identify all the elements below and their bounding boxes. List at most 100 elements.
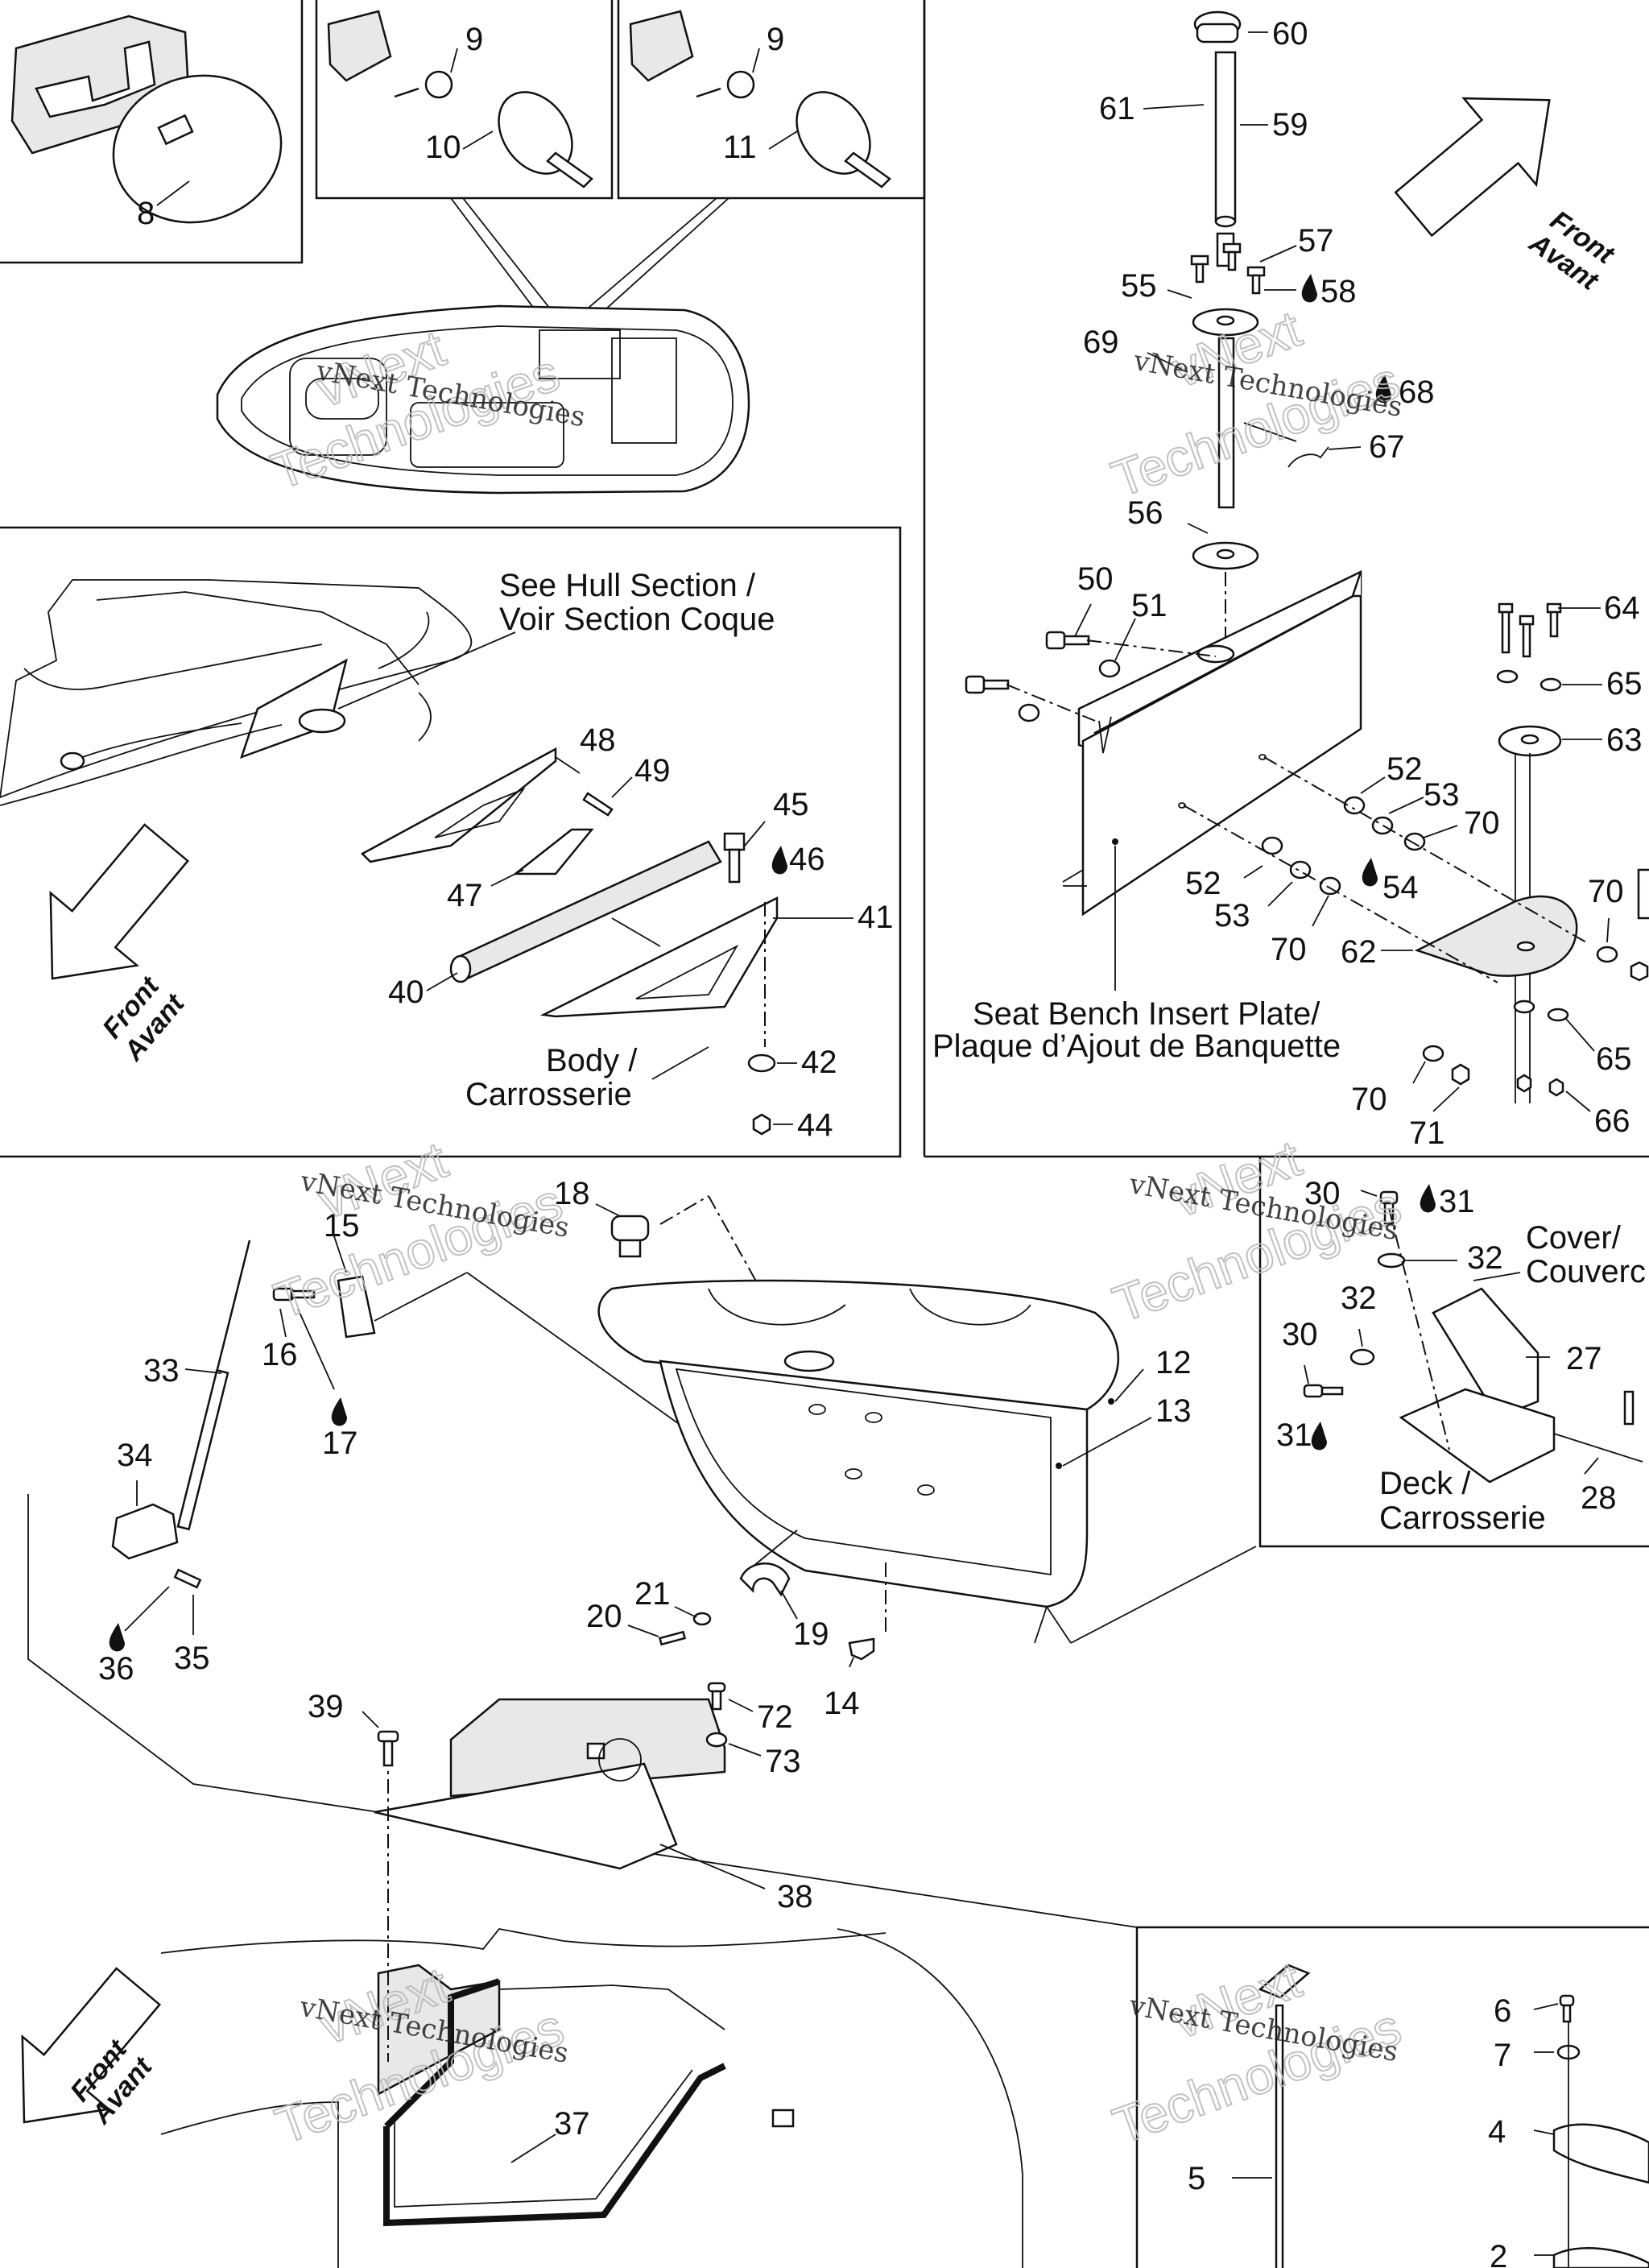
callout-18: 18 xyxy=(554,1176,590,1211)
callout-63: 63 xyxy=(1606,722,1643,758)
callout-70a: 70 xyxy=(1464,805,1500,841)
callout-20: 20 xyxy=(586,1599,622,1634)
callout-16: 16 xyxy=(262,1337,298,1372)
callout-21: 21 xyxy=(634,1576,671,1612)
callout-33: 33 xyxy=(143,1353,180,1389)
callout-60: 60 xyxy=(1272,16,1308,52)
bracket-15 xyxy=(337,1275,376,1339)
callout-30b: 30 xyxy=(1282,1317,1318,1352)
callout-73: 73 xyxy=(765,1744,801,1779)
callout-53b: 53 xyxy=(1214,898,1250,933)
cable-tie-clip-assembly xyxy=(10,14,283,224)
callout-56: 56 xyxy=(1127,495,1163,531)
callout-69: 69 xyxy=(1083,325,1119,360)
callout-48: 48 xyxy=(580,722,616,758)
seat-post-assembly xyxy=(1192,10,1259,644)
callout-44: 44 xyxy=(797,1107,833,1143)
callout-31b: 31 xyxy=(1276,1418,1312,1453)
callout-45: 45 xyxy=(773,787,809,822)
callout-46: 46 xyxy=(789,842,825,877)
deck-storage-area xyxy=(27,1494,1138,2268)
caption-deck-fr: Carrosserie xyxy=(1379,1500,1546,1536)
callout-8: 8 xyxy=(137,196,155,231)
callout-71: 71 xyxy=(1409,1115,1445,1151)
callout-2: 2 xyxy=(1490,2239,1507,2268)
watermark-3: vNext Technologies vNext Technologies xyxy=(267,1130,572,1331)
callout-54: 54 xyxy=(1382,870,1419,905)
callout-70b: 70 xyxy=(1271,932,1307,967)
callout-55: 55 xyxy=(1121,268,1157,304)
caption-body-fr: Carrosserie xyxy=(465,1077,632,1112)
callout-52a: 52 xyxy=(1387,751,1423,787)
caption-body-en: Body / xyxy=(546,1043,638,1078)
callout-51: 51 xyxy=(1131,588,1168,623)
hinge-27-assembly xyxy=(1303,1190,1643,1484)
callout-70d: 70 xyxy=(1351,1082,1387,1117)
callout-47: 47 xyxy=(447,878,483,913)
bracket-34 xyxy=(111,1503,179,1560)
seat-bench-insert-plate xyxy=(1062,570,1362,917)
callout-65a: 65 xyxy=(1606,666,1643,702)
caption-deck-en: Deck / xyxy=(1379,1466,1471,1501)
callout-34: 34 xyxy=(117,1438,153,1473)
latch-assembly xyxy=(1258,1964,1649,2268)
callout-66: 66 xyxy=(1594,1103,1630,1139)
callout-6: 6 xyxy=(1494,1993,1511,2029)
callout-64: 64 xyxy=(1604,590,1640,626)
callout-52b: 52 xyxy=(1185,866,1221,901)
callout-53a: 53 xyxy=(1424,777,1460,813)
seat-backrest xyxy=(597,1279,1120,1608)
callout-11: 11 xyxy=(723,130,757,165)
body-section-drawing xyxy=(0,579,473,806)
callout-17: 17 xyxy=(322,1426,358,1461)
caption-plate-en: Seat Bench Insert Plate/ xyxy=(973,996,1320,1032)
callout-39: 39 xyxy=(308,1689,344,1724)
callout-59: 59 xyxy=(1272,107,1308,143)
part-47 xyxy=(512,828,594,875)
watermark-5: vNext Technologies vNext Technologies xyxy=(267,1955,572,2155)
front-arrow-2 xyxy=(1394,97,1551,238)
callout-13: 13 xyxy=(1155,1393,1192,1429)
front-arrow-1 xyxy=(49,823,189,980)
callout-14: 14 xyxy=(824,1686,860,1721)
callout-41: 41 xyxy=(858,900,894,935)
part-48-plate xyxy=(360,747,557,863)
callout-70c: 70 xyxy=(1588,874,1624,909)
callout-42: 42 xyxy=(801,1045,837,1080)
screw-and-tie-panel-2 xyxy=(629,10,891,188)
callout-57: 57 xyxy=(1298,223,1334,259)
callout-35: 35 xyxy=(174,1641,210,1676)
callout-15: 15 xyxy=(324,1208,360,1244)
bracket-assembly-63 xyxy=(1414,602,1649,1103)
callout-7: 7 xyxy=(1494,2038,1511,2073)
caption-hull-en: See Hull Section / xyxy=(499,568,756,603)
callout-68: 68 xyxy=(1399,375,1435,410)
callout-31a: 31 xyxy=(1439,1184,1475,1219)
callout-10: 10 xyxy=(425,130,461,165)
callout-5: 5 xyxy=(1188,2161,1205,2196)
callout-27: 27 xyxy=(1566,1341,1602,1376)
caption-cover-en: Cover/ xyxy=(1526,1220,1622,1256)
callout-37: 37 xyxy=(554,2106,590,2142)
callout-50: 50 xyxy=(1077,561,1114,597)
callout-58: 58 xyxy=(1320,274,1357,309)
callout-65b: 65 xyxy=(1596,1041,1632,1077)
watermark-6: vNext Technologies vNext Technologies xyxy=(1105,1950,1409,2156)
caption-cover-fr: Couverc xyxy=(1526,1254,1646,1289)
callout-72: 72 xyxy=(757,1699,793,1735)
callout-9a: 9 xyxy=(465,22,483,57)
callout-62: 62 xyxy=(1341,934,1377,970)
callout-40: 40 xyxy=(388,975,424,1010)
boat-top-view xyxy=(216,197,750,495)
callout-4: 4 xyxy=(1488,2114,1506,2150)
callout-19: 19 xyxy=(793,1616,829,1652)
callout-12: 12 xyxy=(1155,1345,1192,1380)
watermark-2: vNext Technologies vNext Technologies xyxy=(1104,299,1408,510)
callout-38: 38 xyxy=(777,1879,813,1914)
fitting-18 xyxy=(610,1215,650,1258)
callout-32a: 32 xyxy=(1467,1240,1503,1276)
callout-28: 28 xyxy=(1581,1480,1617,1516)
